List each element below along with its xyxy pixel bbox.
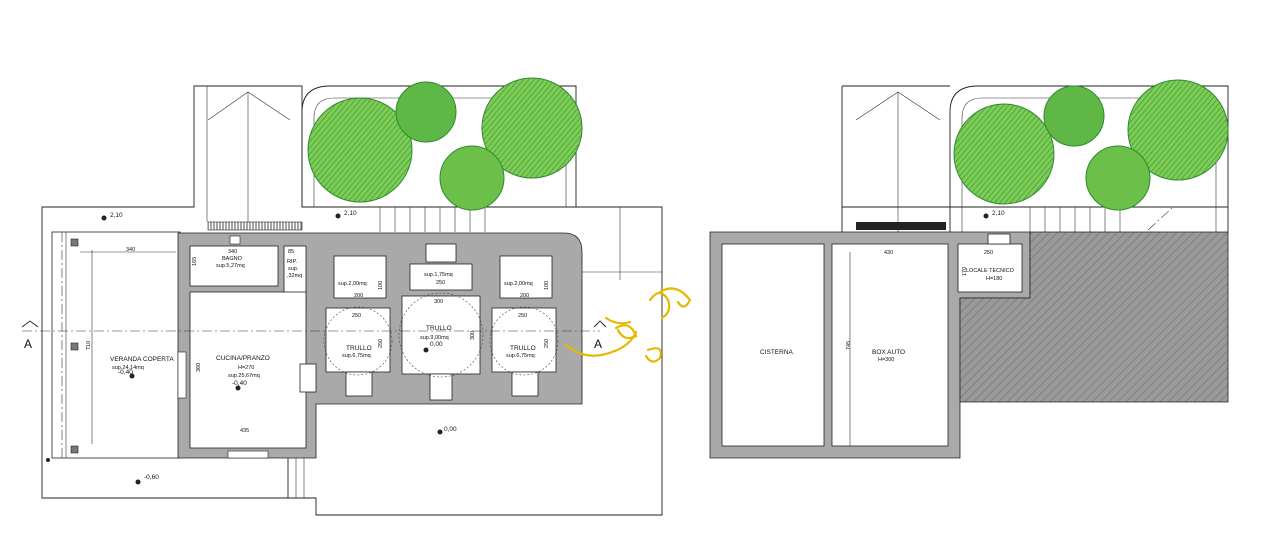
veranda-label: VERANDA COPERTA	[110, 356, 174, 363]
cucina-room	[189, 291, 307, 449]
trullo-left-label: TRULLO	[346, 345, 372, 352]
bagno-label: BAGNO	[222, 256, 243, 262]
bagno-room	[189, 245, 279, 287]
trullo-center-area: sup.9,00mq	[420, 335, 449, 341]
basement-plan: 2,10 CISTERNA BOX AUTO H=300 LOCALE TECN…	[709, 79, 1229, 459]
cisterna-room	[721, 243, 825, 447]
dimension-labels: 340 710 340 165 85 360 435 250 250 300 3…	[86, 247, 550, 434]
signature	[564, 287, 692, 363]
rip-label: RIP.	[287, 259, 297, 265]
box-auto-label: BOX AUTO	[872, 349, 905, 356]
locale-tecnico-room	[957, 243, 1023, 293]
box-auto-height: H=300	[878, 357, 894, 363]
alcove-right-area: sup.2,00mq	[504, 281, 533, 287]
box-auto-room	[831, 243, 949, 447]
section-mark-right: A	[594, 337, 602, 351]
svg-text:200: 200	[354, 293, 363, 299]
section-mark-left: A	[24, 337, 32, 351]
svg-text:710: 710	[86, 341, 92, 350]
garden-steps-right	[1029, 207, 1121, 232]
svg-text:0,00: 0,00	[430, 341, 443, 348]
garden-steps	[379, 207, 486, 232]
veranda-area: sup.24,14mq	[112, 365, 144, 371]
svg-text:745: 745	[846, 341, 852, 350]
svg-text:250: 250	[544, 339, 550, 348]
svg-text:250: 250	[518, 313, 527, 319]
svg-text:-0,40: -0,40	[118, 369, 133, 376]
trullo-left	[323, 255, 393, 397]
tree-icon	[953, 79, 1229, 211]
svg-text:250: 250	[984, 250, 993, 256]
locale-tecnico-height: H=180	[986, 276, 1002, 282]
alcove-center-area: sup.1,75mq	[424, 272, 453, 278]
svg-text:-0,60: -0,60	[144, 474, 159, 481]
ground-floor-plan: A A 2,10 2,10 -0,40 -0,40 0,00 0,00 -0,6…	[21, 77, 692, 516]
svg-text:-0,40: -0,40	[232, 380, 247, 387]
svg-text:340: 340	[126, 247, 135, 253]
earth-fill	[959, 231, 1229, 403]
rip-area: ,32mq	[287, 273, 302, 279]
svg-text:430: 430	[884, 250, 893, 256]
svg-text:360: 360	[196, 363, 202, 372]
bagno-area: sup.5,27mq	[216, 263, 245, 269]
svg-text:170: 170	[962, 267, 968, 276]
trullo-right-area: sup.6,75mq	[506, 353, 535, 359]
svg-text:250: 250	[352, 313, 361, 319]
cucina-height: H=270	[238, 365, 254, 371]
trullo-right	[489, 255, 559, 397]
svg-text:0,00: 0,00	[444, 426, 457, 433]
tree-icon	[307, 77, 583, 211]
svg-text:2,10: 2,10	[110, 212, 123, 219]
svg-text:200: 200	[520, 293, 529, 299]
trullo-center	[398, 243, 484, 401]
svg-text:250: 250	[436, 280, 445, 286]
locale-tecnico-label: LOCALE TECNICO	[966, 268, 1015, 274]
cisterna-label: CISTERNA	[760, 349, 794, 356]
svg-text:2,10: 2,10	[344, 210, 357, 217]
svg-text:85: 85	[288, 249, 294, 255]
elevation-markers: 2,10 2,10 -0,40 -0,40 0,00 0,00 -0,60	[46, 210, 457, 485]
svg-text:300: 300	[434, 299, 443, 305]
svg-text:435: 435	[240, 428, 249, 434]
dimension-labels-right: 430 745 250 170	[846, 250, 993, 350]
svg-text:250: 250	[378, 339, 384, 348]
trullo-center-label: TRULLO	[426, 325, 452, 332]
svg-text:100: 100	[378, 281, 384, 290]
trullo-left-area: sup.6,75mq	[342, 353, 371, 359]
svg-text:340: 340	[228, 249, 237, 255]
cucina-label: CUCINA/PRANZO	[216, 355, 270, 362]
cucina-area: sup.25,67mq	[228, 373, 260, 379]
svg-text:300: 300	[470, 331, 476, 340]
svg-text:165: 165	[192, 257, 198, 266]
svg-text:100: 100	[544, 281, 550, 290]
elevation-garden-right: 2,10	[992, 210, 1005, 217]
trullo-right-label: TRULLO	[510, 345, 536, 352]
alcove-left-area: sup.2,00mq	[338, 281, 367, 287]
rip-sub: sup.	[288, 266, 299, 272]
